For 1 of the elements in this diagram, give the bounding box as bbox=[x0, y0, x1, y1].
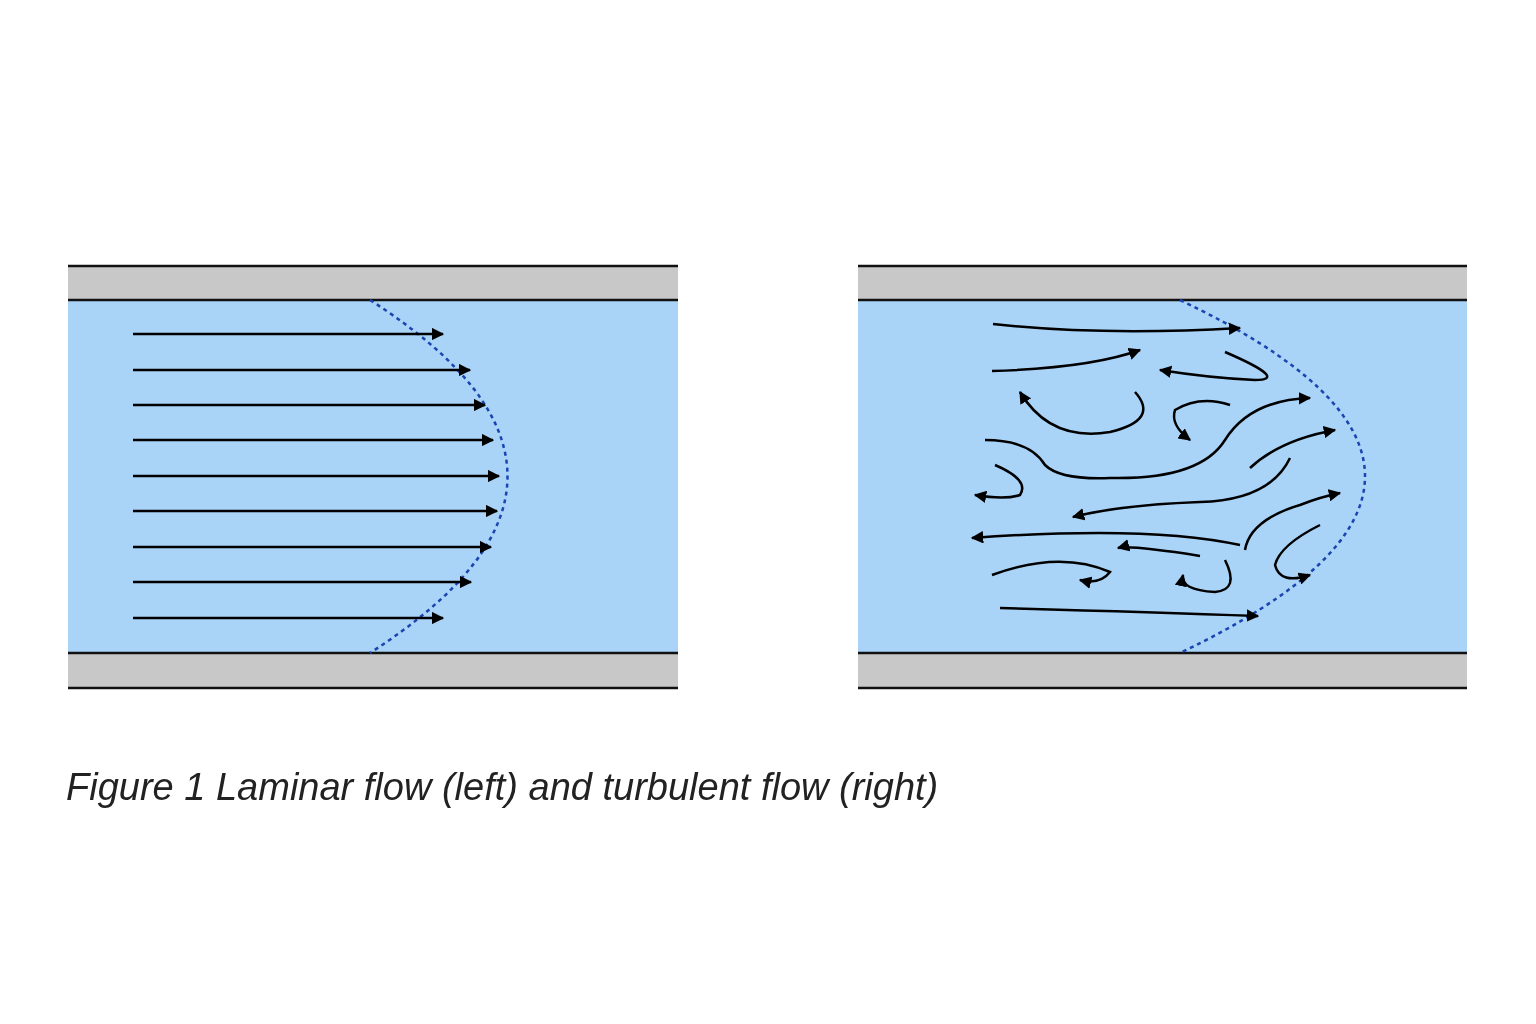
figure-caption: Figure 1 Laminar flow (left) and turbulent flow (right) bbox=[66, 766, 939, 809]
